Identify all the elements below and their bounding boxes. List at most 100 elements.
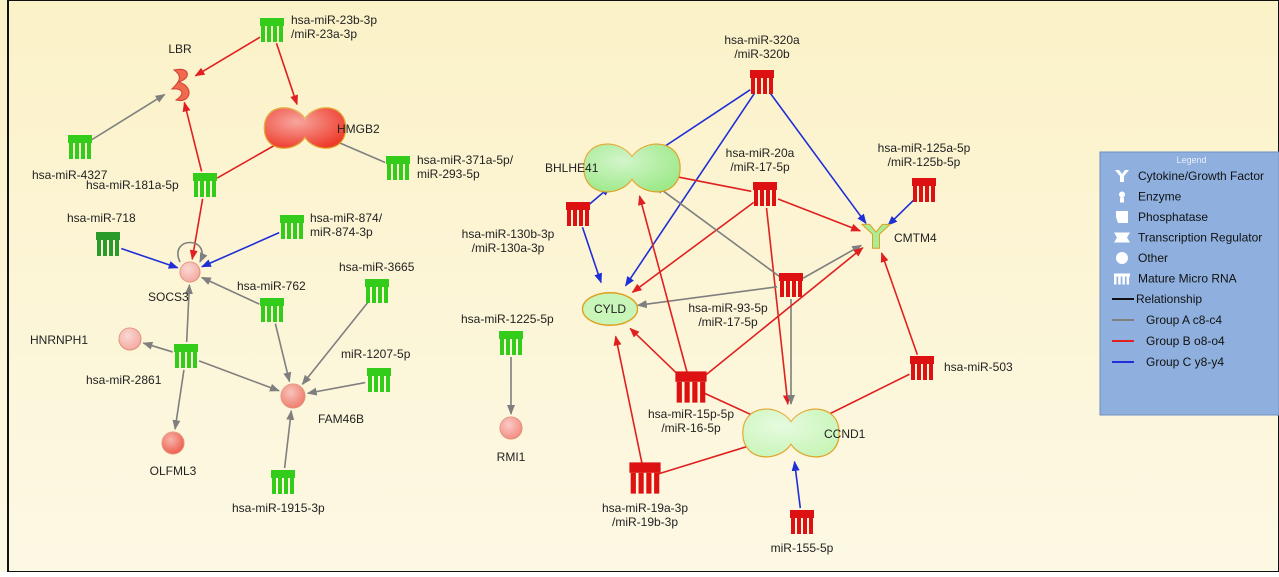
legend-item-label: Phosphatase — [1138, 210, 1208, 224]
node-label-FAM46B: FAM46B — [318, 412, 364, 426]
edge-m2861-OLFML3 — [172, 369, 185, 431]
node-CMTM4[interactable]: CMTM4 — [860, 223, 937, 249]
transcription-regulator-icon — [583, 143, 681, 193]
mature-microrna-icon — [68, 135, 92, 159]
node-m1915[interactable]: hsa-miR-1915-3p — [232, 470, 325, 515]
node-label-m2861: hsa-miR-2861 — [86, 373, 162, 387]
edge-m93-CYLD — [636, 286, 778, 309]
node-LBR[interactable]: LBR — [168, 42, 192, 101]
edge-m1915-FAM46B — [283, 409, 295, 469]
transcription-regulator-icon — [742, 408, 840, 458]
mature-microrna-icon — [96, 232, 120, 256]
node-BHLHE41[interactable]: BHLHE41 — [545, 143, 681, 193]
node-m19a[interactable]: hsa-miR-19a-3p/miR-19b-3p — [602, 462, 688, 529]
mature-microrna-icon — [790, 510, 814, 534]
mature-microrna-icon — [174, 344, 198, 368]
edge-m93-CMTM4 — [802, 244, 863, 279]
node-label-m125a: hsa-miR-125a-5p/miR-125b-5p — [878, 141, 971, 169]
node-HMGB2[interactable]: HMGB2 — [263, 107, 380, 149]
node-label-m15p: hsa-miR-15p-5p/miR-16-5p — [648, 407, 734, 435]
node-m130b[interactable]: hsa-miR-130b-3p/miR-130a-3p — [462, 202, 590, 255]
node-label-CMTM4: CMTM4 — [894, 231, 937, 245]
node-m2861[interactable]: hsa-miR-2861 — [86, 344, 198, 387]
mature-microrna-icon — [910, 356, 934, 380]
node-m1207[interactable]: miR-1207-5p — [341, 347, 411, 392]
edge-m93-BHLHE41 — [654, 184, 781, 278]
cytokine-growth-factor-icon — [860, 223, 892, 249]
node-m4327[interactable]: hsa-miR-4327 — [32, 135, 108, 182]
node-label-m3665: hsa-miR-3665 — [339, 260, 415, 274]
node-m503[interactable]: hsa-miR-503 — [910, 356, 1013, 380]
edge-m23b-HMGB2 — [275, 43, 298, 106]
edge-m15p-CYLD — [629, 327, 682, 378]
edge-m15p-CMTM4 — [701, 247, 864, 379]
edge-m125a-CMTM4 — [887, 199, 915, 226]
node-m762[interactable]: hsa-miR-762 — [237, 279, 306, 322]
transcription-regulator-icon — [263, 107, 347, 149]
node-m874[interactable]: hsa-miR-874/miR-874-3p — [280, 211, 383, 239]
node-label-BHLHE41: BHLHE41 — [545, 161, 599, 175]
node-label-m155: miR-155-5p — [771, 541, 834, 555]
mature-microrna-icon — [629, 462, 661, 494]
node-m3665[interactable]: hsa-miR-3665 — [339, 260, 415, 303]
node-m15p[interactable]: hsa-miR-15p-5p/miR-16-5p — [648, 371, 734, 435]
edge-m23b-LBR — [194, 36, 261, 77]
edge-m3665-FAM46B — [301, 301, 369, 386]
edge-m1207-FAM46B — [306, 381, 366, 396]
other-icon — [161, 431, 185, 455]
node-label-m20a: hsa-miR-20a/miR-17-5p — [726, 146, 795, 174]
node-HNRNPH1[interactable]: HNRNPH1 — [30, 327, 142, 351]
legend-group-label: Group B o8-o4 — [1146, 334, 1225, 348]
other-icon — [179, 261, 201, 283]
node-m20a[interactable]: hsa-miR-20a/miR-17-5p — [726, 146, 795, 206]
node-m718[interactable]: hsa-miR-718 — [67, 211, 136, 256]
node-label-SOCS3: SOCS3 — [148, 290, 189, 304]
mature-microrna-icon — [750, 70, 774, 94]
edge-m762-SOCS3 — [200, 276, 260, 305]
mature-microrna-icon — [386, 156, 410, 180]
edge-m19a-CYLD — [613, 335, 643, 465]
edge-m181a-HMGB2 — [216, 139, 285, 179]
enzyme-icon — [581, 292, 639, 326]
node-label-CCND1: CCND1 — [824, 427, 866, 441]
node-label-m130b: hsa-miR-130b-3p/miR-130a-3p — [462, 227, 555, 255]
edge-m20a-CMTM4 — [777, 198, 862, 232]
legend-item-label: Mature Micro RNA — [1138, 272, 1237, 286]
node-m320a[interactable]: hsa-miR-320a/miR-320b — [724, 33, 800, 94]
node-CCND1[interactable]: CCND1 — [742, 408, 866, 458]
mature-microrna-icon — [912, 178, 936, 202]
node-m93[interactable]: hsa-miR-93-5p/miR-17-5p — [688, 273, 803, 329]
node-m23b[interactable]: hsa-miR-23b-3p/miR-23a-3p — [260, 13, 377, 42]
node-CYLD[interactable]: CYLD — [581, 292, 639, 326]
phosphatase-icon — [1116, 211, 1128, 223]
node-RMI1[interactable]: RMI1 — [497, 416, 526, 464]
cytokine-growth-factor-icon — [1115, 170, 1129, 182]
node-m125a[interactable]: hsa-miR-125a-5p/miR-125b-5p — [878, 141, 971, 202]
legend-item-label: Enzyme — [1138, 190, 1182, 204]
edge-m762-FAM46B — [274, 323, 292, 383]
node-m181a[interactable]: hsa-miR-181a-5p — [86, 173, 217, 197]
mature-microrna-icon — [365, 279, 389, 303]
other-icon — [499, 416, 523, 440]
node-label-m371a: hsa-miR-371a-5p/miR-293-5p — [417, 153, 514, 181]
node-FAM46B[interactable]: FAM46B — [280, 383, 364, 426]
node-SOCS3[interactable]: SOCS3 — [148, 261, 201, 304]
legend-group-label: Group C y8-y4 — [1146, 355, 1224, 369]
node-m1225[interactable]: hsa-miR-1225-5p — [461, 312, 554, 355]
node-m371a[interactable]: hsa-miR-371a-5p/miR-293-5p — [386, 153, 514, 181]
enzyme-icon — [1119, 191, 1125, 203]
node-label-m93: hsa-miR-93-5p/miR-17-5p — [688, 301, 768, 329]
legend-item-label: Cytokine/Growth Factor — [1138, 169, 1264, 183]
mature-microrna-icon — [566, 202, 590, 226]
other-icon — [1116, 252, 1128, 264]
other-icon — [280, 383, 306, 409]
node-label-CYLD: CYLD — [594, 302, 626, 316]
legend-title: Legend — [1176, 155, 1206, 165]
edges-layer — [91, 36, 919, 509]
edge-m20a-CYLD — [631, 201, 755, 293]
node-m155[interactable]: miR-155-5p — [771, 510, 834, 555]
node-OLFML3[interactable]: OLFML3 — [150, 431, 197, 478]
edge-m718-SOCS3 — [120, 247, 179, 269]
mature-microrna-icon — [499, 331, 523, 355]
